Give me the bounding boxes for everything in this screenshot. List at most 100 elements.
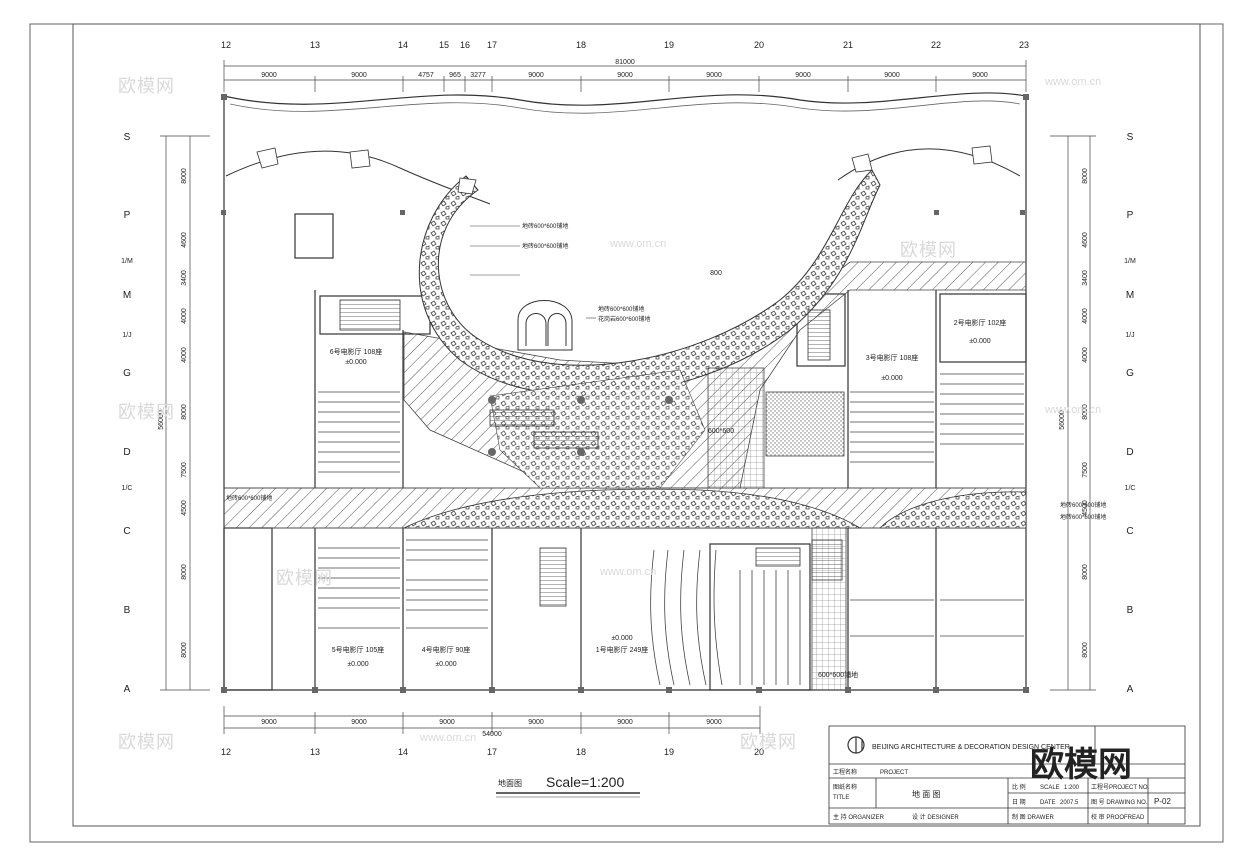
hall-3-label: 3号电影厅 108座 [866, 353, 919, 362]
svg-text:8000: 8000 [1082, 642, 1089, 658]
svg-text:7500: 7500 [181, 462, 188, 478]
stairs [339, 299, 843, 607]
company-logo [847, 736, 865, 754]
svg-text:A: A [1127, 684, 1134, 695]
leader-lines [470, 225, 596, 319]
drawing-name: 地 面 图 [912, 789, 940, 799]
svg-text:PROJECT: PROJECT [880, 770, 908, 776]
svg-text:P: P [1127, 210, 1134, 221]
svg-text:8000: 8000 [181, 168, 188, 184]
svg-text:日 期: 日 期 [1012, 798, 1026, 806]
axis-20: 20 [754, 40, 764, 50]
axis-22: 22 [931, 40, 941, 50]
grid-tile-area [707, 367, 765, 489]
svg-text:3400: 3400 [181, 270, 188, 286]
dotted-tile-area [765, 391, 845, 457]
axis-16: 16 [460, 40, 470, 50]
watermark-brand: 欧模网 [740, 732, 797, 753]
svg-text:4600: 4600 [1082, 232, 1089, 248]
axis-13: 13 [310, 40, 320, 50]
top-dimension-values: 81000 9000 9000 4757 965 3277 9000 9000 … [261, 59, 988, 79]
svg-text:1/M: 1/M [1124, 258, 1136, 265]
arched-entrance [517, 300, 573, 351]
watermark-brand: 欧模网 [118, 76, 175, 97]
svg-text:9000: 9000 [795, 72, 811, 79]
dim-800: 800 [710, 270, 722, 277]
overall-top-dim: 81000 [615, 59, 635, 66]
axis-12: 12 [221, 40, 231, 50]
title-block-text: BEIJING ARCHITECTURE & DECORATION DESIGN… [833, 744, 1171, 821]
svg-text:13: 13 [310, 747, 320, 757]
svg-text:3400: 3400 [1082, 270, 1089, 286]
svg-text:4600: 4600 [181, 232, 188, 248]
axis-21: 21 [843, 40, 853, 50]
svg-text:图纸名称: 图纸名称 [833, 783, 857, 791]
room-labels: 6号电影厅 108座 ±0.000 3号电影厅 108座 ±0.000 2号电影… [330, 270, 1007, 668]
svg-text:8000: 8000 [181, 404, 188, 420]
svg-text:9000: 9000 [261, 72, 277, 79]
planter-icons [256, 145, 993, 195]
svg-text:20: 20 [754, 747, 764, 757]
axis-19: 19 [664, 40, 674, 50]
svg-text:工程号PROJECT NO.: 工程号PROJECT NO. [1091, 783, 1150, 791]
svg-text:D: D [1126, 447, 1133, 458]
svg-text:1/C: 1/C [122, 485, 133, 492]
svg-text:600*600铺地: 600*600铺地 [818, 670, 858, 679]
svg-text:花岗岩600*600铺地: 花岗岩600*600铺地 [598, 315, 650, 323]
svg-text:9000: 9000 [884, 72, 900, 79]
svg-text:600*600: 600*600 [708, 428, 734, 435]
svg-text:C: C [123, 526, 130, 537]
svg-text:S: S [124, 132, 131, 143]
svg-text:1/C: 1/C [1125, 485, 1136, 492]
svg-text:4000: 4000 [181, 308, 188, 324]
drawing-number: P-02 [1154, 797, 1171, 806]
watermark-url: www.om.cn [1045, 404, 1102, 416]
svg-text:9000: 9000 [528, 719, 544, 726]
svg-text:9000: 9000 [351, 72, 367, 79]
svg-text:4000: 4000 [1082, 347, 1089, 363]
watermark-brand: 欧模网 [900, 240, 957, 261]
top-dimensions [223, 60, 1027, 92]
svg-text:9000: 9000 [617, 719, 633, 726]
svg-text:9000: 9000 [706, 719, 722, 726]
svg-text:1/J: 1/J [122, 332, 131, 339]
svg-text:4000: 4000 [1082, 308, 1089, 324]
right-side-dims: 56000 8000 4600 3400 4000 4000 8000 7500… [1059, 168, 1089, 658]
brand-watermark-large: 欧模网 [1030, 746, 1132, 784]
pebble-curved-band [418, 169, 881, 397]
overall-bottom-dim: 54000 [482, 731, 502, 738]
svg-text:965: 965 [449, 72, 461, 79]
svg-text:G: G [123, 368, 131, 379]
svg-text:1/J: 1/J [1125, 332, 1134, 339]
inner-frame [72, 23, 1201, 827]
svg-text:18: 18 [576, 747, 586, 757]
svg-text:D: D [123, 447, 130, 458]
side-dimension-lines [160, 135, 1096, 691]
axis-14: 14 [398, 40, 408, 50]
svg-text:8000: 8000 [181, 642, 188, 658]
svg-text:地砖600*600铺地: 地砖600*600铺地 [226, 494, 272, 502]
svg-text:2007.5: 2007.5 [1060, 800, 1079, 806]
axis-17: 17 [487, 40, 497, 50]
svg-text:8000: 8000 [181, 564, 188, 580]
axis-23: 23 [1019, 40, 1029, 50]
top-axis-labels: 12 13 14 15 16 17 18 19 20 21 22 23 [221, 40, 1029, 50]
svg-text:地砖600*600铺地: 地砖600*600铺地 [598, 305, 644, 313]
svg-text:9000: 9000 [261, 719, 277, 726]
hall-1-label: 1号电影厅 249座 [596, 645, 649, 654]
svg-text:4500: 4500 [181, 500, 188, 516]
svg-text:9000: 9000 [439, 719, 455, 726]
svg-text:8000: 8000 [1082, 168, 1089, 184]
svg-text:3277: 3277 [470, 72, 486, 79]
svg-text:地砖600*600铺地: 地砖600*600铺地 [1060, 501, 1106, 509]
hall-6-label: 6号电影厅 108座 [330, 347, 383, 356]
svg-text:1:200: 1:200 [1064, 785, 1080, 791]
svg-text:地面图: 地面图 [498, 778, 522, 788]
svg-text:±0.000: ±0.000 [347, 661, 368, 668]
svg-text:±0.000: ±0.000 [435, 661, 456, 668]
svg-text:4757: 4757 [418, 72, 434, 79]
svg-text:主 持 ORGANIZER: 主 持 ORGANIZER [833, 813, 885, 821]
pebble-floor-band [403, 488, 862, 529]
axis-18: 18 [576, 40, 586, 50]
